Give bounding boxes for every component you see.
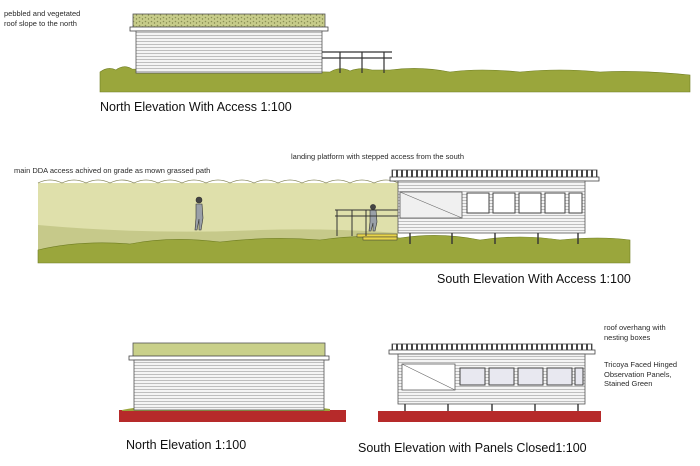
green-roof [132, 13, 326, 29]
roof-fascia [388, 349, 596, 355]
south-elevation-with-access [37, 169, 631, 264]
tricoya-panels-note: Tricoya Faced Hinged Observation Panels,… [604, 360, 678, 388]
landing-platform-note: landing platform with stepped access fro… [291, 152, 465, 161]
cladding-wall [133, 359, 325, 411]
north-elevation-access-caption: North Elevation With Access 1:100 [100, 100, 292, 114]
walking-figure [194, 196, 204, 231]
stepped-access-ramp [335, 209, 398, 241]
hedge-outline [37, 179, 399, 184]
roof-fascia [129, 26, 329, 32]
north-elevation-caption: North Elevation 1:100 [126, 438, 247, 452]
foreground-vegetation [37, 235, 631, 264]
cladding-wall [135, 30, 323, 74]
ground-strip [378, 411, 601, 422]
panel-diagonal [401, 363, 456, 391]
closed-panels [459, 367, 584, 386]
south-elevation-access-caption: South Elevation With Access 1:100 [437, 272, 631, 286]
south-elevation-closed-caption: South Elevation with Panels Closed1:100 [358, 441, 587, 455]
roof-slope-note: pebbled and vegetated roof slope to the … [4, 9, 81, 28]
support-posts [404, 404, 579, 411]
access-handrail [322, 51, 392, 73]
roof-fascia [128, 355, 330, 361]
support-posts [409, 233, 579, 244]
green-roof [132, 342, 326, 358]
ground-strip [119, 410, 346, 422]
observation-windows [466, 192, 583, 214]
north-elevation [119, 342, 346, 422]
north-elevation-with-access [99, 13, 691, 93]
dda-access-note: main DDA access achived on grade as mown… [14, 166, 211, 175]
roof-fascia [389, 176, 600, 182]
roof-overhang-note: roof overhang with nesting boxes [604, 323, 666, 342]
south-elevation-panels-closed [378, 343, 601, 422]
panel-diagonal [399, 191, 463, 219]
